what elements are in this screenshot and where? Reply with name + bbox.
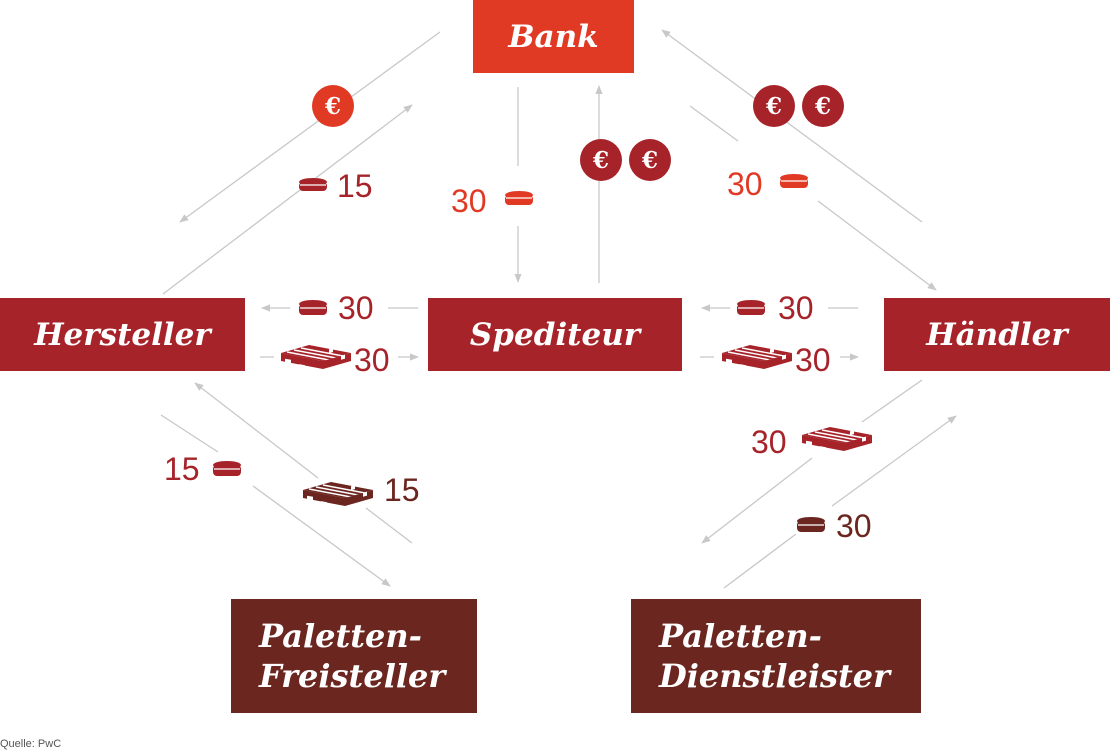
node-bank-label: Bank bbox=[508, 18, 599, 55]
coin-stack-icon bbox=[737, 300, 765, 315]
euro-coin-icon: € bbox=[802, 85, 844, 127]
arrow-haendler-to-dienstleister bbox=[861, 379, 923, 423]
euro-coin-icon: € bbox=[580, 139, 622, 181]
arrow-bank-to-hersteller bbox=[179, 31, 441, 223]
arrow-haendler-to-bank bbox=[661, 29, 923, 223]
arrow-dienstleister-to-haendler-tip bbox=[831, 415, 957, 507]
node-paletten-dienstleister: Paletten- Dienstleister bbox=[631, 599, 921, 713]
coin-stack-icon bbox=[797, 517, 825, 532]
value-spediteur-to-hersteller: 30 bbox=[338, 290, 374, 326]
value-haendler-to-spediteur: 30 bbox=[778, 290, 814, 326]
node-haendler-label: Händler bbox=[926, 316, 1068, 353]
svg-text:€: € bbox=[324, 93, 341, 120]
value-bank-to-spediteur: 30 bbox=[451, 183, 487, 219]
coin-stack-icon bbox=[299, 178, 327, 191]
node-paletten-freisteller: Paletten- Freisteller bbox=[231, 599, 477, 713]
svg-text:€: € bbox=[592, 147, 609, 174]
coin-stacks bbox=[213, 174, 825, 532]
coin-stack-icon bbox=[505, 191, 533, 205]
node-haendler: Händler bbox=[884, 298, 1110, 371]
arrows bbox=[160, 29, 957, 589]
coin-stack-icon bbox=[780, 174, 808, 188]
coin-stack-icon bbox=[213, 461, 241, 476]
pallet-icon bbox=[721, 344, 793, 375]
arrow-bank-to-haendler bbox=[689, 105, 739, 142]
arrow-freisteller-to-hersteller-tail bbox=[365, 507, 413, 544]
value-haendler-to-dienstleister: 30 bbox=[751, 424, 787, 460]
value-spediteur-to-haendler: 30 bbox=[795, 342, 831, 378]
value-bank-to-haendler: 30 bbox=[727, 166, 763, 202]
pallet-icon bbox=[302, 481, 374, 512]
pallet-icon bbox=[801, 426, 873, 457]
value-hersteller-to-bank: 15 bbox=[337, 168, 373, 204]
node-paletten-freisteller-line1: Paletten- bbox=[259, 617, 422, 655]
node-spediteur-label: Spediteur bbox=[469, 316, 641, 353]
arrow-dienstleister-to-haendler bbox=[723, 533, 797, 589]
arrow-haendler-to-dienstleister-tip bbox=[701, 457, 813, 544]
svg-text:€: € bbox=[814, 93, 831, 120]
node-paletten-dienstleister-line1: Paletten- bbox=[659, 617, 822, 655]
value-hersteller-to-spediteur: 30 bbox=[354, 342, 390, 378]
value-freisteller-to-hersteller: 15 bbox=[384, 472, 420, 508]
euro-coin-icon: € bbox=[312, 85, 354, 127]
source-note: Quelle: PwC bbox=[0, 738, 62, 750]
euro-coin-icon: € bbox=[629, 139, 671, 181]
arrow-bank-to-haendler-tip bbox=[817, 200, 937, 291]
node-paletten-dienstleister-line2: Dienstleister bbox=[659, 657, 891, 695]
arrow-hersteller-to-freisteller bbox=[160, 414, 219, 453]
svg-text:€: € bbox=[765, 93, 782, 120]
euro-coin-icon: € bbox=[753, 85, 795, 127]
arrow-freisteller-to-hersteller bbox=[194, 382, 319, 479]
node-spediteur: Spediteur bbox=[428, 298, 682, 371]
svg-text:€: € bbox=[641, 147, 658, 174]
euro-coins: € € € € € bbox=[312, 85, 844, 181]
coin-stack-icon bbox=[299, 300, 327, 315]
value-hersteller-to-freisteller: 15 bbox=[164, 451, 200, 487]
arrow-hersteller-to-freisteller-tip bbox=[252, 485, 391, 587]
node-hersteller: Hersteller bbox=[0, 298, 245, 371]
arrow-hersteller-to-bank bbox=[162, 104, 413, 295]
pallet-icon bbox=[280, 344, 352, 375]
node-bank: Bank bbox=[473, 0, 634, 73]
node-paletten-freisteller-line2: Freisteller bbox=[259, 657, 446, 695]
node-hersteller-label: Hersteller bbox=[34, 316, 211, 353]
value-dienstleister-to-haendler: 30 bbox=[836, 508, 872, 544]
